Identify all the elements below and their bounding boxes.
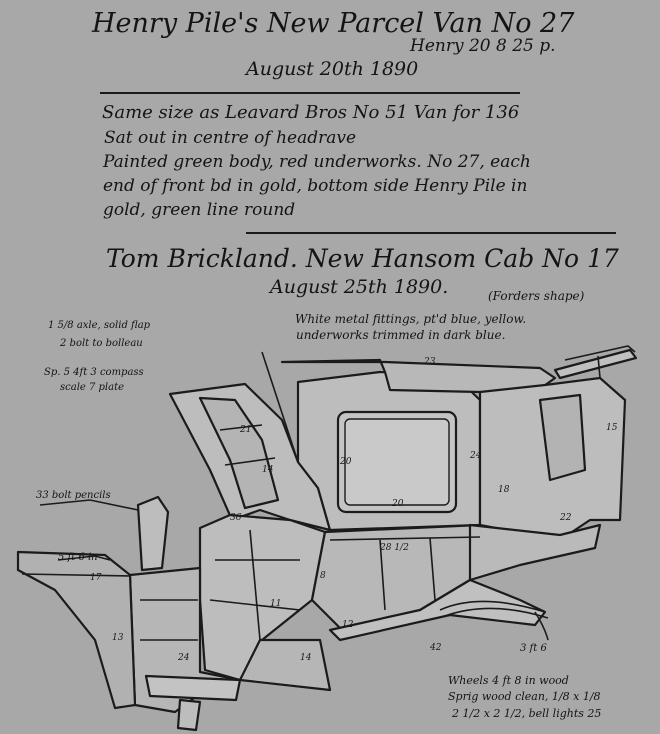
axle-note: 1 5/8 axle, solid flap bbox=[48, 320, 151, 331]
dimension-label: 11 bbox=[270, 599, 281, 609]
wheel-note: Wheels 4 ft 8 in wood bbox=[448, 674, 569, 687]
separator-line bbox=[246, 232, 616, 234]
wheel-note-3: 2 1/2 x 2 1/2, bell lights 25 bbox=[452, 707, 602, 720]
fittings-note-1: White metal fittings, pt'd blue, yellow. bbox=[295, 312, 527, 326]
dimension-label: 14 bbox=[300, 653, 312, 663]
section-title: Tom Brickland. New Hansom Cab No 17 bbox=[106, 244, 619, 273]
dimension-label: 23 bbox=[423, 357, 436, 367]
dimension-label: 24 bbox=[177, 653, 190, 663]
dimension-label: 20 bbox=[391, 499, 404, 509]
separator-line bbox=[100, 92, 520, 94]
front-note: 5 ft 6 in bbox=[58, 552, 98, 563]
dimension-label: 21 bbox=[239, 425, 251, 435]
dimension-label: 20 bbox=[339, 457, 352, 467]
dimension-label: 36 bbox=[230, 513, 242, 523]
shape-note: (Forders shape) bbox=[488, 289, 585, 303]
dimension-label: 24 bbox=[469, 451, 482, 461]
spring-note-2: scale 7 plate bbox=[60, 382, 125, 393]
page-title: Henry Pile's New Parcel Van No 27 bbox=[92, 8, 575, 39]
dimension-label: 13 bbox=[112, 633, 124, 643]
dimension-label: 22 bbox=[559, 513, 572, 523]
dimension-label: 28 1/2 bbox=[379, 543, 409, 553]
dimension-label: 18 bbox=[498, 485, 510, 495]
spring-note: Sp. 5 4ft 3 compass bbox=[44, 367, 144, 378]
axle-note-2: 2 bolt to bolleau bbox=[60, 338, 143, 349]
dimension-label: 12 bbox=[342, 620, 354, 630]
fittings-note-2: underworks trimmed in dark blue. bbox=[296, 328, 506, 342]
rail-note: 33 bolt pencils bbox=[36, 490, 111, 501]
wheel-note-2: Sprig wood clean, 1/8 x 1/8 bbox=[448, 690, 601, 703]
note-line-5: gold, green line round bbox=[103, 200, 296, 220]
dimension-label: 17 bbox=[90, 573, 102, 583]
spring-measure: 3 ft 6 bbox=[520, 643, 547, 654]
title-annotation: Henry 20 8 25 p. bbox=[410, 36, 556, 56]
section-date: August 25th 1890. bbox=[270, 276, 449, 298]
note-line-4: end of front bd in gold, bottom side Hen… bbox=[103, 176, 528, 196]
dimension-label: 42 bbox=[429, 643, 442, 653]
date-line: August 20th 1890 bbox=[246, 58, 419, 80]
dimension-label: 8 bbox=[320, 571, 326, 581]
note-line-1: Same size as Leavard Bros No 51 Van for … bbox=[102, 102, 520, 123]
note-line-3: Painted green body, red underworks. No 2… bbox=[103, 152, 531, 172]
dimension-label: 15 bbox=[606, 423, 618, 433]
dimension-label: 14 bbox=[262, 465, 274, 475]
note-line-2: Sat out in centre of headrave bbox=[104, 128, 357, 148]
